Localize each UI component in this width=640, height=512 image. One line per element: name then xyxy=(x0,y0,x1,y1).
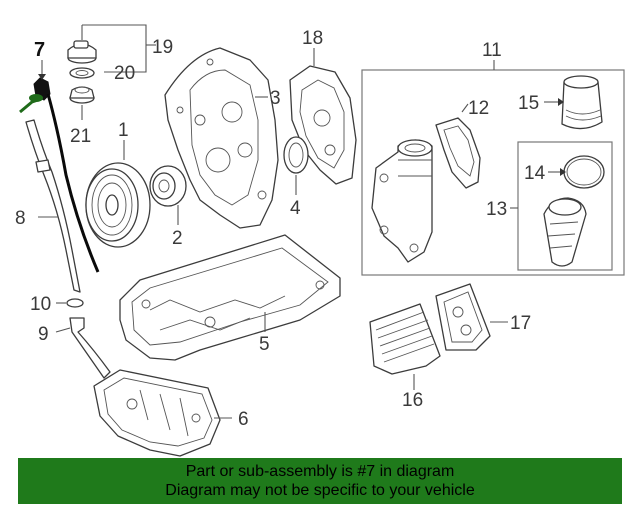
oil-filter-housing xyxy=(371,139,433,263)
seal-4 xyxy=(283,136,309,174)
group-box-11 xyxy=(361,69,625,276)
callout-3: 3 xyxy=(270,88,281,109)
callout-5: 5 xyxy=(259,334,270,355)
callout-21: 21 xyxy=(70,126,91,147)
callout-20: 20 xyxy=(114,63,135,84)
sprocket-2 xyxy=(149,165,187,207)
callout-19: 19 xyxy=(152,37,173,58)
guide-tube-8 xyxy=(25,119,81,293)
callout-18: 18 xyxy=(302,28,323,49)
oil-cooler-16 xyxy=(369,303,441,375)
callout-9: 9 xyxy=(38,324,49,345)
callout-8: 8 xyxy=(15,208,26,229)
filter-element-13 xyxy=(543,197,587,267)
info-banner: Part or sub-assembly is #7 in diagram Di… xyxy=(18,458,622,504)
timing-cover-3 xyxy=(164,47,279,229)
banner-line-2: Diagram may not be specific to your vehi… xyxy=(165,482,475,499)
callout-12: 12 xyxy=(468,98,489,119)
parts-diagram: 7 8 10 9 19 20 21 1 2 3 4 5 6 18 11 12 1… xyxy=(15,24,625,457)
filler-neck-21 xyxy=(69,86,95,104)
filter-cap-15 xyxy=(561,75,603,130)
upper-oil-pan-5 xyxy=(119,234,341,361)
group-box-13 xyxy=(517,141,613,271)
callout-2: 2 xyxy=(172,228,183,249)
callout-16: 16 xyxy=(402,390,423,411)
callout-1: 1 xyxy=(118,120,129,141)
callout-4: 4 xyxy=(290,198,301,219)
callout-6: 6 xyxy=(238,409,249,430)
gasket-12 xyxy=(435,117,481,189)
callout-7: 7 xyxy=(34,39,45,61)
dipstick-7-highlighted xyxy=(19,77,100,273)
o-ring-14 xyxy=(563,155,605,189)
callout-10: 10 xyxy=(30,294,51,315)
callout-17: 17 xyxy=(510,313,531,334)
callout-11: 11 xyxy=(482,40,502,61)
banner-line-1: Part or sub-assembly is #7 in diagram xyxy=(185,463,455,480)
o-ring-10 xyxy=(66,298,84,308)
seal-ring-20 xyxy=(69,67,95,79)
lower-oil-pan-6 xyxy=(93,369,221,457)
lower-tube-9 xyxy=(69,317,111,379)
callout-15: 15 xyxy=(518,93,539,114)
callout-13: 13 xyxy=(486,199,507,220)
crank-pulley-1 xyxy=(85,162,151,248)
cooler-gasket-17 xyxy=(435,283,491,351)
callout-14: 14 xyxy=(524,163,546,184)
oil-filler-cap-19 xyxy=(67,40,97,64)
